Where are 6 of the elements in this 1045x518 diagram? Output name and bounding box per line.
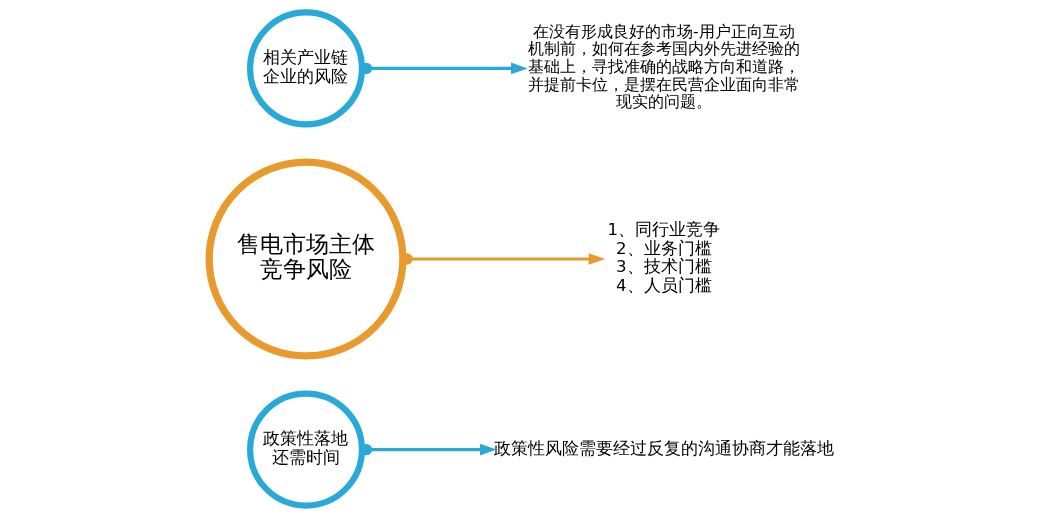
node-text: 1、同行业竞争 2、业务门槛 3、技术门槛 4、人员门槛 [607,219,721,295]
node-circle: 售电市场主体竞争风险 [205,158,407,360]
node-circle: 政策性落地还需时间 [246,390,366,509]
node-text: 政策性风险需要经过反复的沟通协商才能落地 [493,438,834,458]
node-text: 在没有形成良好的市场-用户正向互动机制前，如何在参考国内外先进经验的基础上，寻找准确的战略方向和道路，并提前卡位，是摆在民营企业面向非常现实的问题。 [527,22,800,112]
node-circle: 相关产业链企业的风险 [246,9,366,128]
